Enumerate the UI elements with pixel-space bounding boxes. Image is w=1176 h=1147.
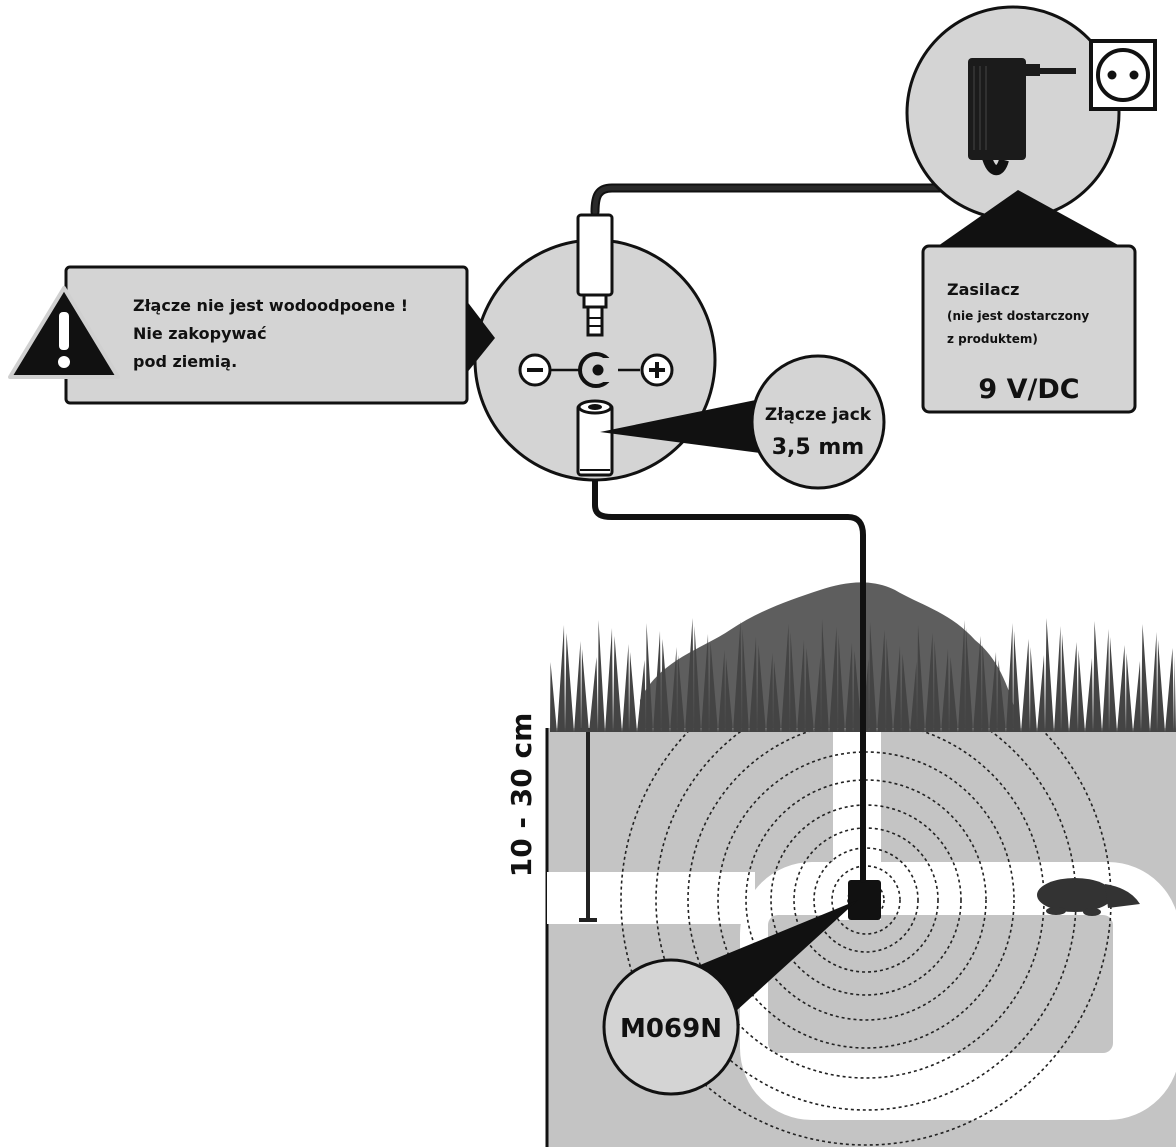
mole-icon [1037,878,1140,916]
warning-line1: Złącze nie jest wodoodpoene ! [133,296,408,315]
adapter-title: Zasilacz [947,280,1019,299]
adapter-zoom [905,5,1121,221]
warning-icon [8,286,120,379]
power-adapter-icon [968,58,1076,160]
adapter-note-line1: (nie jest dostarczony [947,309,1089,323]
ground-surface [550,582,1176,732]
jack-label-line2: 3,5 mm [772,435,864,460]
molehill [640,582,1020,728]
depth-label: 10 - 30 cm [505,713,538,878]
adapter-info-callout: Zasilacz (nie jest dostarczony z produkt… [921,190,1137,414]
adapter-voltage: 9 V/DC [978,374,1079,405]
mole-tunnels [547,728,1176,1146]
device-label: M069N [620,1014,722,1044]
adapter-note-line2: z produktem) [947,332,1038,346]
device-label-pointer [700,900,858,1012]
device-label-bubble: M069N [602,958,740,1096]
jack-label-bubble: Złącze jack 3,5 mm [750,354,886,490]
jack-label-pointer [600,397,775,455]
grass [550,618,1176,732]
jack-label-line1: Złącze jack [765,405,872,425]
connector-zoom [473,213,717,482]
jack-plug-icon [576,213,614,337]
warning-line3: pod ziemią. [133,352,237,371]
repeller-device [848,880,881,920]
warning-callout: Złącze nie jest wodoodpoene ! Nie zakopy… [8,265,495,405]
wall-socket-icon [1089,39,1157,111]
warning-line2: Nie zakopywać [133,324,267,343]
jack-socket-icon [576,399,614,477]
adapter-info-box [921,244,1137,414]
polarity-symbol [518,352,674,388]
